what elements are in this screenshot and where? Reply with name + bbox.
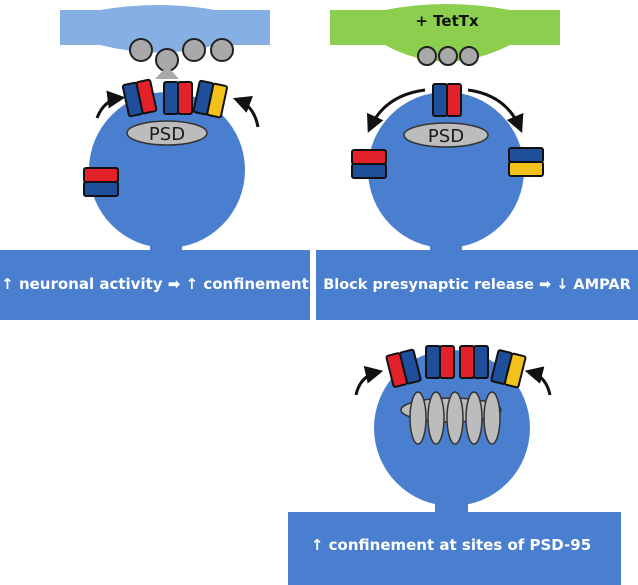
curved-arrow-icon — [524, 366, 552, 396]
caption-neuronal-activity: ↑ neuronal activity ➡ ↑ confinement — [1, 275, 309, 293]
caption-tettx: Block presynaptic release ➡ ↓ AMPAR — [323, 277, 631, 293]
curved-arrow-icon — [232, 96, 260, 128]
psd — [126, 120, 208, 146]
vesicle-icon — [417, 46, 437, 66]
curved-arrow-icon — [354, 365, 384, 396]
receptor-cluster — [351, 83, 544, 179]
curved-arrow-icon — [467, 88, 524, 133]
presynaptic-terminal — [60, 5, 270, 53]
psd95-disc-icon — [409, 391, 427, 445]
receptor-icon — [459, 345, 489, 379]
caption-psd95: ↑ confinement at sites of PSD-95 — [311, 536, 591, 554]
vesicle-icon — [210, 38, 234, 62]
psd95-disc-icon — [483, 391, 501, 445]
psd95-disc-icon — [427, 391, 445, 445]
curved-arrow-icon — [367, 88, 426, 133]
panel-psd95: ↑ confinement at sites of PSD-95 — [288, 345, 621, 585]
receptor-icon — [490, 349, 527, 389]
receptor-icon — [385, 348, 422, 388]
psd-label: PSD — [149, 124, 185, 145]
vesicles — [417, 46, 479, 66]
vesicle-icon — [438, 46, 458, 66]
vesicles — [129, 38, 234, 79]
release-triangle-icon — [155, 66, 179, 79]
receptor-cluster — [83, 78, 228, 197]
psd95-stack — [400, 391, 502, 445]
vesicle-icon — [129, 38, 153, 62]
receptor-icon — [425, 345, 455, 379]
vesicle-icon — [459, 46, 479, 66]
presynaptic-terminal-tettx — [330, 4, 560, 62]
psd-label: PSD — [428, 126, 464, 147]
receptor-icon — [163, 81, 193, 115]
receptor-icon — [432, 83, 462, 117]
receptor-icon — [83, 167, 119, 197]
receptor-icon — [121, 78, 158, 118]
vesicle-icon — [182, 38, 206, 62]
receptor-icon — [351, 149, 387, 179]
receptor-cluster — [385, 345, 527, 389]
receptor-icon — [192, 79, 228, 119]
panel-tettx: + TetTx PSD Block presyna — [316, 4, 638, 320]
psd95-disc-icon — [446, 391, 464, 445]
panel-neuronal-activity: PSD ↑ neuronal activity ➡ — [0, 5, 310, 320]
curved-arrow-icon — [95, 90, 126, 119]
psd — [403, 122, 489, 148]
tettx-label: + TetTx — [415, 12, 479, 30]
psd95-disc-icon — [465, 391, 483, 445]
receptor-icon — [508, 147, 544, 177]
